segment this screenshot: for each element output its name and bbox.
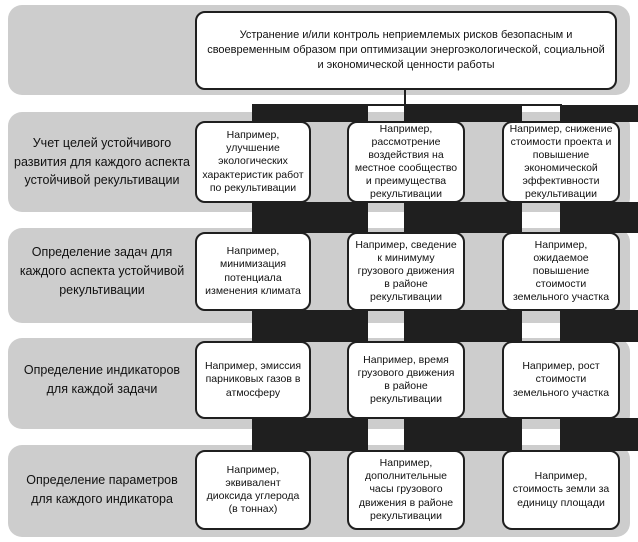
task-box-climate-text: Например, минимизация потенциала изменен… bbox=[205, 245, 301, 297]
parameter-box-land-price-text: Например, стоимость земли за единицу пло… bbox=[512, 470, 610, 509]
connector-row2-row3-col3 bbox=[560, 310, 638, 342]
row-label-parameters: Определение параметров для каждого индик… bbox=[26, 473, 178, 506]
indicator-box-land-growth-text: Например, рост стоимости земельного учас… bbox=[512, 360, 610, 399]
parameter-box-traffic-hours-text: Например, дополнительные часы грузового … bbox=[358, 457, 454, 522]
row-label-tasks: Определение задач для каждого аспекта ус… bbox=[19, 245, 185, 297]
task-box-traffic: Например, сведение к минимуму грузового … bbox=[347, 232, 465, 311]
connector-row2-row3-col1 bbox=[252, 310, 368, 342]
connector-root-down bbox=[404, 89, 406, 106]
goal-box-ecological-text: Например, улучшение экологических характ… bbox=[202, 129, 304, 194]
parameter-box-traffic-hours: Например, дополнительные часы грузового … bbox=[347, 450, 465, 530]
parameter-box-co2: Например, эквивалент диоксида углерода (… bbox=[195, 450, 311, 530]
connector-row3-row4-col2 bbox=[404, 418, 522, 451]
connector-row3-row4-col1 bbox=[252, 418, 368, 451]
connector-bus-col1 bbox=[252, 105, 368, 122]
task-box-land-value: Например, ожидаемое повышение стоимости … bbox=[502, 232, 620, 311]
connector-row3-row4-col3 bbox=[560, 418, 638, 451]
indicator-box-traffic-time-text: Например, время грузового движения в рай… bbox=[357, 353, 455, 406]
parameter-box-land-price: Например, стоимость земли за единицу пло… bbox=[502, 450, 620, 530]
root-box-text: Устранение и/или контроль неприемлемых р… bbox=[207, 29, 605, 71]
goal-box-social-text: Например, рассмотрение воздействия на ме… bbox=[354, 122, 458, 201]
connector-row1-row2-col3 bbox=[560, 202, 638, 233]
goal-box-social: Например, рассмотрение воздействия на ме… bbox=[347, 121, 465, 203]
task-box-traffic-text: Например, сведение к минимуму грузового … bbox=[355, 238, 457, 304]
task-box-climate: Например, минимизация потенциала изменен… bbox=[195, 232, 311, 311]
parameter-box-co2-text: Например, эквивалент диоксида углерода (… bbox=[206, 463, 300, 516]
row-label-indicators: Определение индикаторов для каждой задач… bbox=[23, 363, 181, 396]
connector-row1-row2-col2 bbox=[404, 202, 522, 233]
root-box: Устранение и/или контроль неприемлемых р… bbox=[195, 11, 617, 90]
indicator-box-emissions-text: Например, эмиссия парниковых газов в атм… bbox=[204, 360, 302, 399]
connector-bus-col3 bbox=[560, 105, 638, 122]
indicator-box-land-growth: Например, рост стоимости земельного учас… bbox=[502, 341, 620, 419]
connector-bus-col2 bbox=[404, 105, 522, 122]
goal-box-economic-text: Например, снижение стоимости проекта и п… bbox=[509, 122, 613, 201]
indicator-box-traffic-time: Например, время грузового движения в рай… bbox=[347, 341, 465, 419]
goal-box-ecological: Например, улучшение экологических характ… bbox=[195, 121, 311, 203]
row-label-goals: Учет целей устойчивого развития для кажд… bbox=[14, 135, 190, 188]
task-box-land-value-text: Например, ожидаемое повышение стоимости … bbox=[512, 238, 610, 304]
connector-row1-row2-col1 bbox=[252, 202, 368, 233]
indicator-box-emissions: Например, эмиссия парниковых газов в атм… bbox=[195, 341, 311, 419]
connector-row2-row3-col2 bbox=[404, 310, 522, 342]
goal-box-economic: Например, снижение стоимости проекта и п… bbox=[502, 121, 620, 203]
